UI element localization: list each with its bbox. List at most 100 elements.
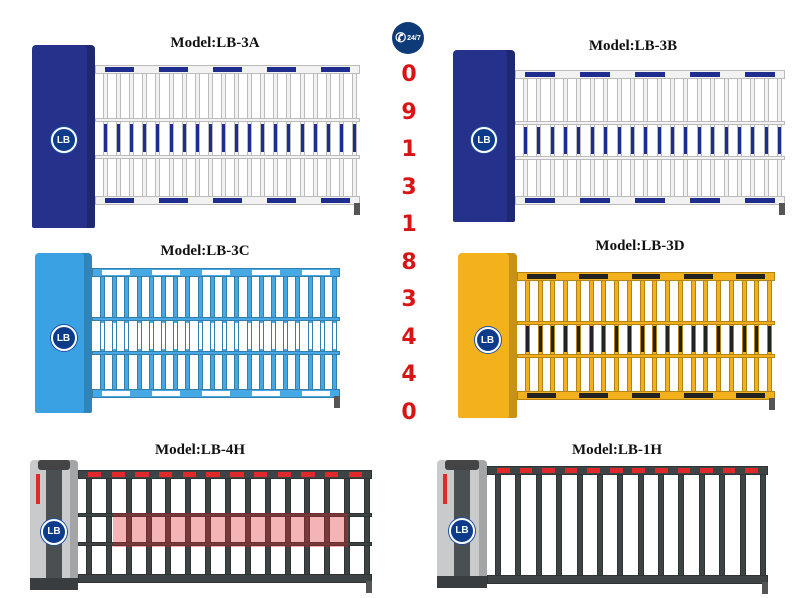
arm-rail bbox=[517, 354, 775, 358]
cabinet-base bbox=[437, 576, 487, 588]
model-label: Model:LB-3D bbox=[595, 238, 685, 254]
barrier-cabinet: LB bbox=[32, 45, 95, 228]
bar-accent bbox=[101, 323, 104, 349]
bar-accent bbox=[186, 323, 190, 349]
rail-accent bbox=[320, 198, 350, 203]
bar-accent bbox=[248, 124, 252, 152]
bar-accent bbox=[704, 326, 708, 352]
rail-accent bbox=[564, 468, 578, 473]
bar-accent bbox=[235, 124, 239, 152]
bar-accent bbox=[221, 124, 225, 152]
bar-accent bbox=[247, 323, 251, 349]
bar-accent bbox=[259, 323, 263, 349]
bar-accent bbox=[551, 326, 555, 352]
arm-foot bbox=[769, 398, 775, 410]
rail-accent bbox=[158, 198, 189, 203]
barrier-arm bbox=[78, 470, 372, 593]
arm-vertical-bar bbox=[556, 470, 563, 580]
bar-accent bbox=[602, 326, 606, 352]
cabinet-red-trim bbox=[36, 474, 40, 504]
bar-accent bbox=[271, 323, 275, 349]
rail-accent bbox=[684, 274, 713, 279]
rail-accent bbox=[677, 468, 691, 473]
lb-logo-icon: LB bbox=[50, 325, 77, 351]
arm-vertical-bar bbox=[617, 470, 624, 580]
bar-accent bbox=[287, 124, 291, 152]
arm-foot bbox=[354, 203, 360, 215]
bar-accent bbox=[742, 326, 746, 352]
phone-digit: 4 bbox=[401, 324, 417, 350]
rail-accent bbox=[631, 274, 661, 279]
lb-logo-icon: LB bbox=[449, 517, 475, 544]
arm-foot bbox=[779, 203, 785, 215]
red-panel bbox=[113, 513, 349, 547]
bar-accent bbox=[130, 124, 134, 152]
rail-accent bbox=[135, 472, 149, 477]
arm-vertical-bar bbox=[596, 470, 603, 580]
arm-rail bbox=[78, 574, 372, 583]
model-label: Model:LB-3B bbox=[588, 38, 678, 54]
bar-accent bbox=[627, 326, 631, 352]
bar-accent bbox=[717, 326, 721, 352]
phone-digit: 9 bbox=[401, 99, 417, 125]
bar-accent bbox=[149, 323, 153, 349]
model-label: Model:LB-1H bbox=[572, 442, 662, 458]
arm-vertical-bar bbox=[658, 470, 665, 580]
bar-accent bbox=[671, 127, 675, 154]
phone-digit: 1 bbox=[401, 212, 417, 237]
bar-accent bbox=[284, 323, 288, 349]
cabinet-top bbox=[38, 460, 70, 470]
lb-logo-icon: LB bbox=[471, 127, 497, 154]
model-label: Model:LB-3C bbox=[160, 243, 250, 259]
bar-accent bbox=[208, 124, 212, 152]
rail-accent bbox=[320, 67, 350, 72]
rail-accent bbox=[527, 393, 556, 398]
cabinet-base bbox=[30, 578, 78, 590]
bar-accent bbox=[261, 124, 265, 152]
bar-accent bbox=[182, 124, 186, 152]
rail-accent bbox=[579, 274, 608, 279]
rail-accent bbox=[736, 393, 765, 398]
rail-accent bbox=[212, 198, 243, 203]
rail-accent bbox=[105, 67, 135, 72]
bar-accent bbox=[137, 323, 141, 349]
rail-accent bbox=[745, 72, 775, 77]
model-label: Model:LB-4H bbox=[155, 442, 245, 458]
phone-digit: 3 bbox=[401, 174, 417, 200]
rail-accent bbox=[631, 393, 661, 398]
rail-accent bbox=[302, 270, 330, 275]
bar-accent bbox=[104, 124, 107, 152]
phone-24-7-icon: ✆24/7 bbox=[392, 22, 424, 54]
arm-rail bbox=[78, 513, 372, 517]
bar-accent bbox=[711, 127, 715, 154]
arm-rail bbox=[78, 470, 372, 479]
barrier-cabinet: LB bbox=[35, 253, 92, 413]
bar-accent bbox=[737, 127, 741, 154]
bar-accent bbox=[724, 127, 728, 154]
rail-accent bbox=[152, 391, 180, 396]
bar-accent bbox=[691, 326, 695, 352]
rail-accent bbox=[159, 472, 173, 477]
phone-digit: 0 bbox=[401, 399, 417, 425]
bar-accent bbox=[210, 323, 214, 349]
bar-accent bbox=[353, 124, 356, 152]
bar-accent bbox=[755, 326, 759, 352]
rail-accent bbox=[635, 72, 665, 77]
arm-vertical-bar bbox=[364, 474, 370, 579]
cabinet-top bbox=[445, 460, 479, 470]
bar-accent bbox=[564, 127, 568, 154]
arm-vertical-bar bbox=[637, 470, 644, 580]
phone-digit: 1 bbox=[401, 137, 417, 162]
rail-accent bbox=[745, 198, 775, 203]
barrier-cabinet: LB bbox=[453, 50, 515, 222]
bar-accent bbox=[729, 326, 733, 352]
lb-logo-icon: LB bbox=[50, 127, 77, 154]
bar-accent bbox=[666, 326, 670, 352]
bar-accent bbox=[604, 127, 608, 154]
bar-accent bbox=[313, 124, 317, 152]
arm-foot bbox=[762, 582, 768, 594]
arm-rail bbox=[487, 575, 768, 584]
bar-accent bbox=[223, 323, 227, 349]
bar-accent bbox=[644, 127, 648, 154]
barrier-cabinet: LB bbox=[437, 460, 487, 588]
